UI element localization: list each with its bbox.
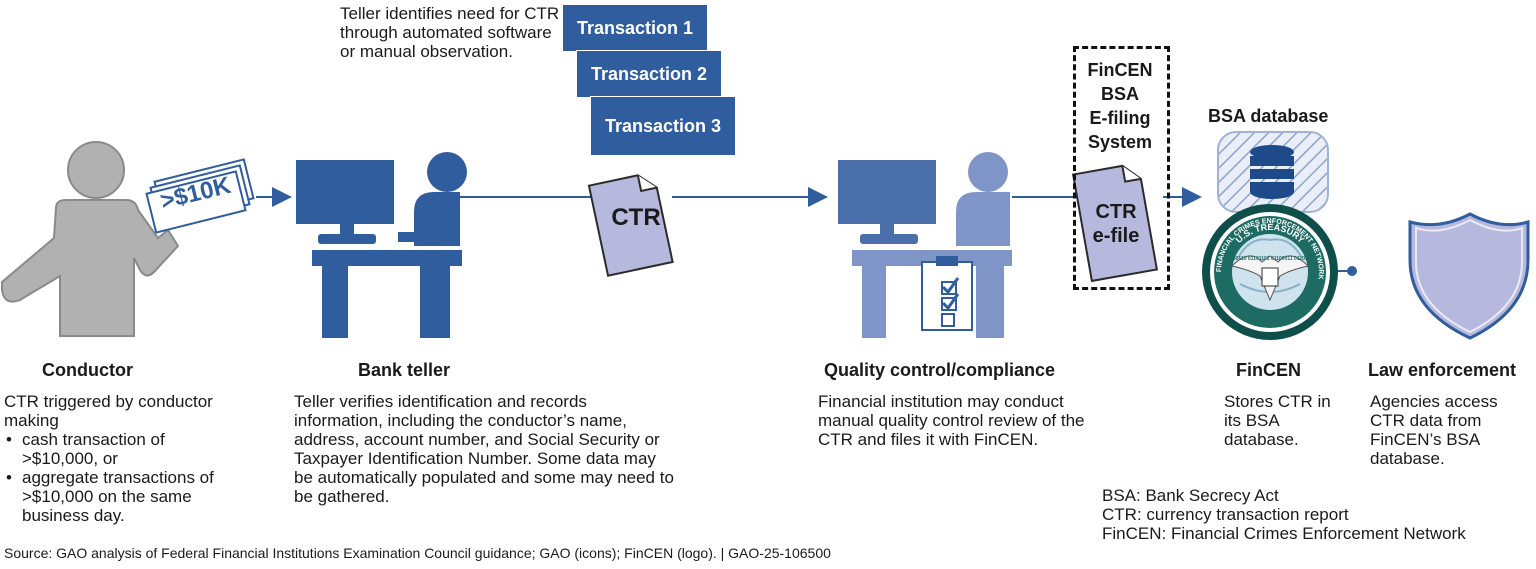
teller-title: Bank teller [358, 360, 451, 380]
law-enforcement-desc: Agencies access CTR data from FinCEN’s B… [1370, 392, 1498, 468]
transaction-card-1: Transaction 1 [562, 4, 708, 52]
fincen-seal-logo: U.S. TREASURY FINANCIAL CRIMES ENFORCEME… [1202, 204, 1338, 340]
cash-notes-icon [145, 158, 255, 234]
seal-binary-text: 01000110 01101101 01100011 01101110 [1225, 256, 1316, 262]
source-note: Source: GAO analysis of Federal Financia… [4, 545, 831, 561]
ctr-document-label: CTR [611, 204, 661, 231]
qc-desc: Financial institution may conduct manual… [818, 392, 1085, 449]
fincen-desc: Stores CTR in its BSA database. [1224, 392, 1331, 449]
teller-desc: Teller verifies identification and recor… [294, 392, 674, 506]
bsa-database-title: BSA database [1208, 106, 1329, 126]
bsa-database-icon [1217, 131, 1329, 213]
conductor-title: Conductor [42, 360, 133, 380]
teller-workstation-icon [296, 152, 467, 338]
law-enforcement-title: Law enforcement [1368, 360, 1517, 380]
efile-system-title: FinCEN BSA E-filing System [1087, 60, 1153, 152]
teller-note: Teller identifies need for CTR through a… [340, 4, 560, 61]
ctr-efile-document-icon [1071, 164, 1159, 283]
conductor-bullet: cash transaction of >$10,000, or [6, 430, 229, 468]
glossary: BSA: Bank Secrecy Act CTR: currency tran… [1102, 486, 1466, 543]
connector-dot [1347, 266, 1357, 276]
conductor-bullet: aggregate transactions of >$10,000 on th… [6, 468, 229, 525]
transaction-card-3: Transaction 3 [590, 96, 736, 156]
law-enforcement-badge-icon [1408, 212, 1530, 340]
conductor-desc: CTR triggered by conductor making cash t… [4, 392, 229, 525]
qc-workstation-icon [838, 152, 1012, 338]
qc-title: Quality control/compliance [824, 360, 1056, 380]
ctr-efile-label: CTR e-file [1092, 201, 1140, 247]
efile-system-box [1073, 46, 1170, 290]
transaction-card-2: Transaction 2 [576, 50, 722, 98]
ctr-document-icon [587, 174, 674, 277]
conductor-person-icon [1, 141, 180, 337]
fincen-title: FinCEN [1236, 360, 1301, 380]
